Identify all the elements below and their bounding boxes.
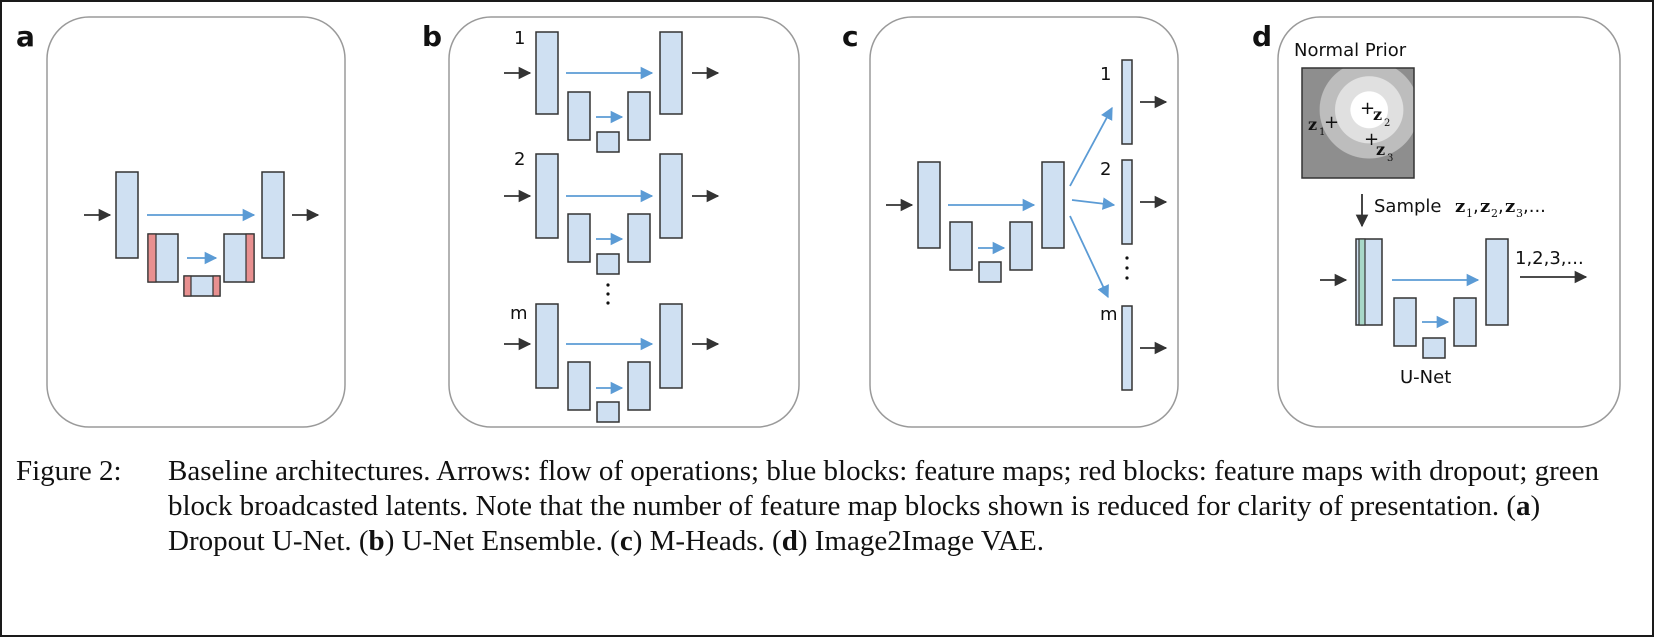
- panel-b: b 1 2: [422, 16, 800, 428]
- bottleneck-block: [596, 401, 620, 423]
- encoder-block-1: [917, 161, 941, 249]
- caption-letter-a: a: [1516, 490, 1531, 522]
- caption-body: Baseline architectures. Arrows: flow of …: [168, 455, 1600, 557]
- unet-m: m: [504, 303, 720, 423]
- decoder-block-2: [627, 213, 651, 263]
- svg-text:1: 1: [1466, 207, 1473, 220]
- panel-a-frame: [46, 16, 346, 428]
- decoder-block-1: [659, 153, 683, 239]
- unet-1: 1: [504, 28, 720, 153]
- encoder-block-2: [949, 221, 973, 271]
- bottleneck-block: [1422, 337, 1446, 359]
- svg-text:,: ,: [1498, 196, 1504, 217]
- unet-label-1: 1: [514, 28, 525, 49]
- dropout-strip: [183, 275, 192, 297]
- ensemble-ellipsis: [606, 283, 610, 305]
- encoder-block-1: [115, 171, 139, 259]
- caption-letter-c: c: [619, 525, 633, 557]
- panel-d: d Normal Prior + z 1 + z 2 + z 3 Sample: [1252, 16, 1621, 428]
- decoder-block-1: [659, 31, 683, 115]
- caption-label: Figure 2:: [16, 455, 122, 487]
- svg-text:z: z: [1308, 115, 1317, 134]
- encoder-block-2: [567, 361, 591, 411]
- prior-title: Normal Prior: [1294, 40, 1407, 61]
- svg-text:1: 1: [1319, 127, 1325, 138]
- encoder-block-1: [535, 303, 559, 389]
- svg-text:Sample: Sample: [1374, 196, 1442, 217]
- svg-text:+: +: [1360, 98, 1375, 119]
- bottleneck-block: [978, 261, 1002, 283]
- encoder-block-2: [567, 213, 591, 263]
- svg-text:z: z: [1455, 196, 1465, 217]
- svg-text:z: z: [1376, 140, 1385, 159]
- dropout-strip: [212, 275, 221, 297]
- decoder-block-2: [1453, 297, 1477, 347]
- panel-b-frame: [448, 16, 800, 428]
- latent-point-z1: + z 1: [1308, 112, 1339, 138]
- head-branch-arrow-1: [1069, 106, 1113, 187]
- unet-label-2: 2: [514, 149, 525, 170]
- svg-text:3: 3: [1387, 153, 1393, 164]
- figure-caption: Figure 2: Baseline architectures. Arrows…: [16, 454, 1640, 559]
- svg-text:+: +: [1364, 129, 1379, 150]
- head-branch-arrow-2: [1071, 197, 1116, 210]
- encoder-block-1: [535, 31, 559, 115]
- heads-ellipsis: [1125, 256, 1129, 280]
- encoder-block-1: [535, 153, 559, 239]
- output-samples-label: 1,2,3,...: [1515, 248, 1584, 269]
- decoder-block-2: [1009, 221, 1033, 271]
- svg-text:2: 2: [1491, 207, 1498, 220]
- panel-c-letter: c: [842, 20, 859, 53]
- svg-text:3: 3: [1516, 207, 1523, 220]
- encoder-block-2: [1393, 297, 1417, 347]
- normal-prior-image: [1301, 67, 1415, 179]
- svg-text:z: z: [1480, 196, 1490, 217]
- svg-text:z: z: [1373, 105, 1382, 124]
- unet-caption: U-Net: [1400, 367, 1451, 388]
- panel-c: c 1 2 m: [842, 16, 1179, 428]
- decoder-block-2: [627, 91, 651, 141]
- bottleneck-block: [596, 131, 620, 153]
- panel-a-letter: a: [16, 20, 35, 53]
- architecture-diagram: a b 1: [16, 16, 1621, 428]
- decoder-block-1: [659, 303, 683, 389]
- encoder-block-2: [567, 91, 591, 141]
- head-output-1: [1121, 59, 1133, 145]
- broadcast-latent-strip: [1358, 238, 1366, 326]
- svg-text:,...: ,...: [1523, 196, 1546, 217]
- head-output-2: [1121, 159, 1133, 245]
- svg-text:,: ,: [1473, 196, 1479, 217]
- latent-point-z3: + z 3: [1364, 129, 1393, 164]
- head-label-2: 2: [1100, 159, 1111, 180]
- decoder-block-1: [1485, 238, 1509, 326]
- head-label-1: 1: [1100, 64, 1111, 85]
- panel-b-letter: b: [422, 20, 442, 53]
- decoder-block-1: [261, 171, 285, 259]
- svg-text:+: +: [1324, 112, 1339, 133]
- dropout-strip: [147, 233, 157, 283]
- decoder-block-1: [1041, 161, 1065, 249]
- svg-text:z: z: [1505, 196, 1515, 217]
- unet-label-m: m: [510, 303, 528, 324]
- head-label-m: m: [1100, 304, 1118, 325]
- caption-letter-b: b: [368, 525, 385, 557]
- head-branch-arrow-m: [1069, 215, 1109, 299]
- decoder-block-2: [627, 361, 651, 411]
- unet-2: 2: [504, 149, 720, 275]
- panel-a: a: [16, 16, 346, 428]
- bottleneck-block: [596, 253, 620, 275]
- caption-letter-d: d: [781, 525, 798, 557]
- sample-label: Sample z 1 , z 2 , z 3 ,...: [1374, 196, 1546, 220]
- svg-text:2: 2: [1384, 118, 1390, 129]
- head-output-m: [1121, 305, 1133, 391]
- latent-point-z2: + z 2: [1360, 98, 1390, 129]
- dropout-strip: [245, 233, 255, 283]
- panel-d-letter: d: [1252, 20, 1272, 53]
